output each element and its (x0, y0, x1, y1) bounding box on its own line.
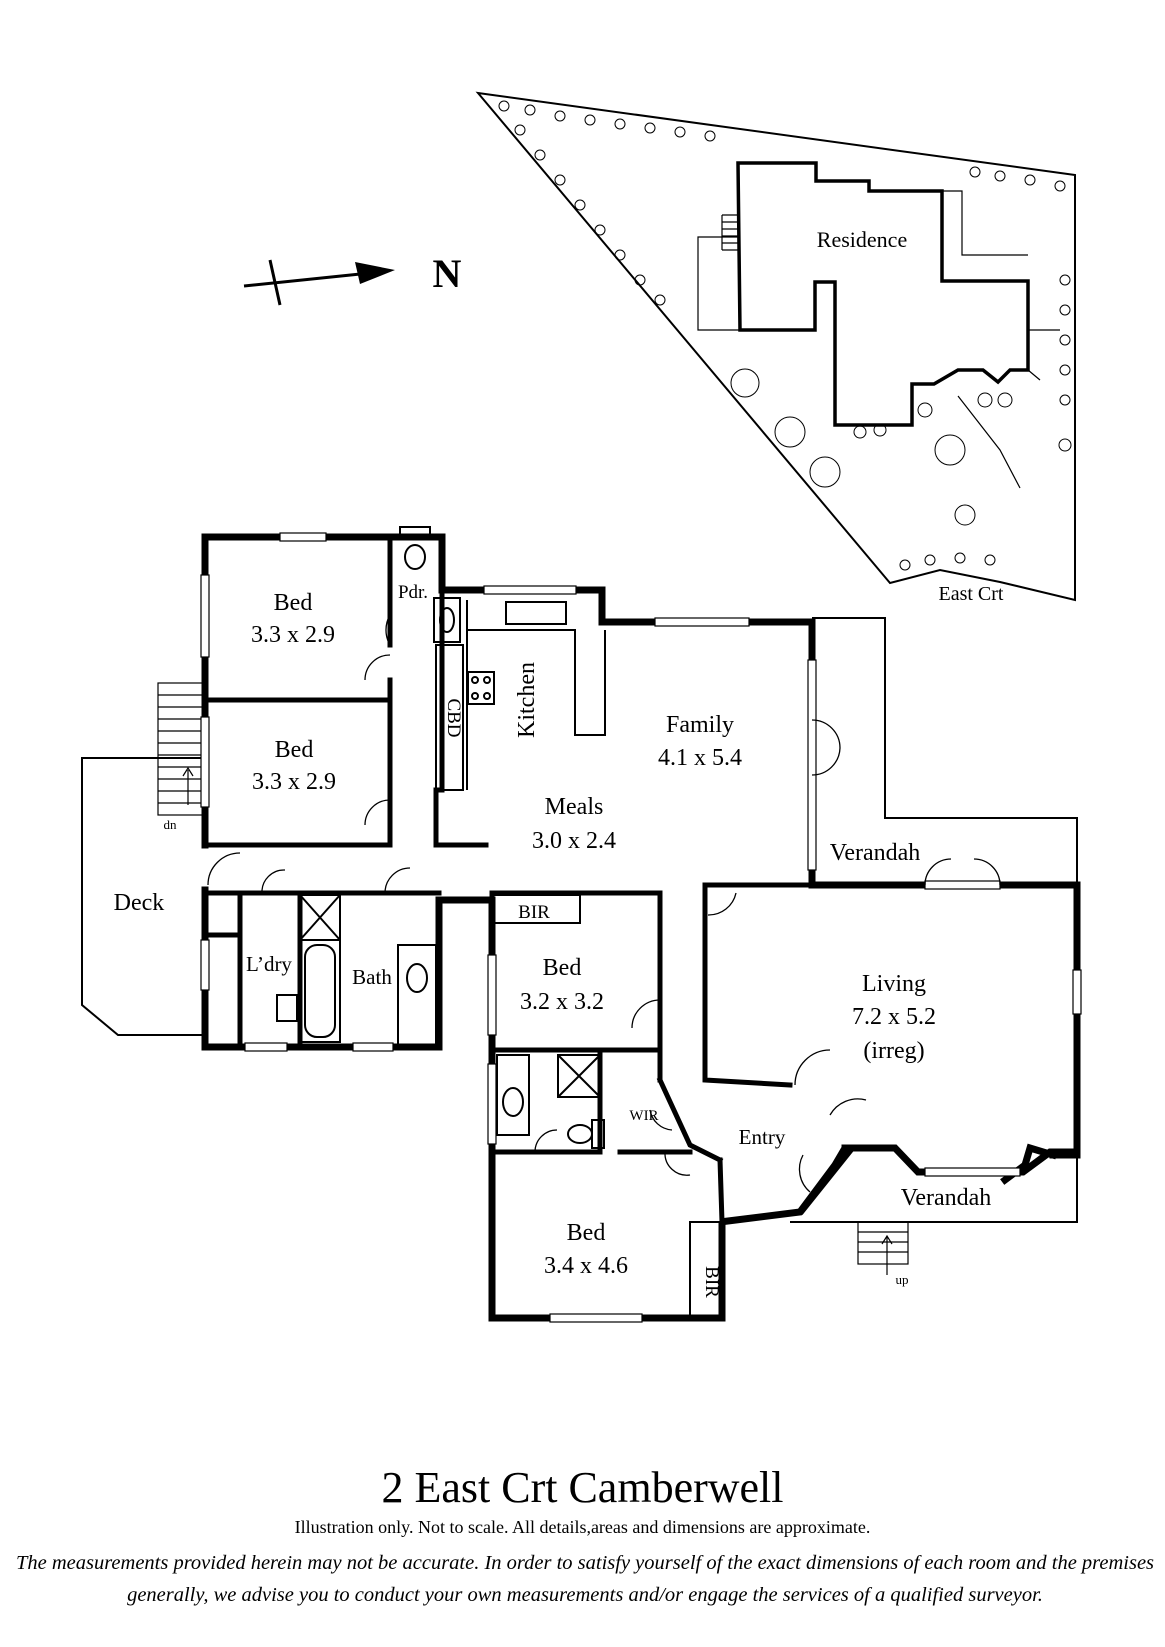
family-size: 4.1 x 5.4 (658, 745, 742, 771)
living-note: (irreg) (863, 1038, 924, 1064)
bed4-name: Bed (567, 1220, 606, 1246)
stairs-down-label: dn (164, 817, 178, 832)
sink (505, 601, 567, 625)
deck-label: Deck (114, 890, 165, 916)
ensuite-fixtures (491, 894, 723, 1319)
stairs-up-label: up (896, 1272, 909, 1287)
residence-steps (721, 214, 740, 251)
bir-top-label: BIR (518, 902, 550, 923)
bed4-size: 3.4 x 4.6 (544, 1253, 628, 1279)
pdr-label: Pdr. (398, 582, 428, 603)
illustration-note: Illustration only. Not to scale. All det… (294, 1517, 871, 1537)
cbd-label: CBD (443, 698, 464, 737)
meals-name: Meals (545, 794, 604, 820)
bed1-size: 3.3 x 2.9 (251, 622, 335, 648)
bed2-name: Bed (275, 737, 314, 763)
bath-fixtures (276, 894, 437, 1046)
site-boundary (475, 91, 1076, 602)
entry-label: Entry (739, 1125, 786, 1149)
bed1-name: Bed (274, 590, 313, 616)
wir-label: WIR (629, 1108, 658, 1124)
living-name: Living (862, 971, 926, 997)
disclaimer-text: The measurements provided herein may not… (15, 1552, 1155, 1606)
bed3-size: 3.2 x 3.2 (520, 989, 604, 1015)
pdr-toilet (399, 526, 431, 570)
site-fence-lines (942, 190, 1060, 489)
living-size: 7.2 x 5.2 (852, 1004, 936, 1030)
residence-label: Residence (817, 227, 907, 252)
verandah-top-label: Verandah (830, 840, 921, 866)
north-arrow: N (243, 251, 462, 306)
entry-stairs (857, 1221, 909, 1275)
site-plan: Residence East Crt (475, 91, 1076, 605)
ensuite-shower (557, 1054, 601, 1098)
cooktop (467, 671, 495, 705)
pdr-basin (433, 597, 461, 643)
meals-size: 3.0 x 2.4 (532, 828, 616, 854)
deck-stairs (157, 682, 206, 816)
shower (299, 894, 341, 941)
residence-outline (736, 161, 1030, 427)
property-title: 2 East Crt Camberwell (381, 1463, 784, 1512)
verandah-top-outline (812, 617, 1078, 885)
entry-angled-wall (797, 1145, 855, 1215)
north-label: N (433, 251, 462, 296)
bed2-size: 3.3 x 2.9 (252, 769, 336, 795)
bir-bottom-box (689, 1221, 723, 1319)
cbd-cupboard (435, 644, 464, 791)
bed3-name: Bed (543, 955, 582, 981)
kitchen-counters (433, 597, 606, 791)
footer: 2 East Crt Camberwell Illustration only.… (0, 1462, 1165, 1538)
street-label: East Crt (939, 583, 1004, 605)
windows (200, 532, 1082, 1323)
garden-shrubs (498, 100, 1072, 571)
ldry-label: L’dry (246, 952, 292, 976)
bir-bottom-label: BIR (701, 1266, 722, 1298)
deck-outline (81, 757, 205, 1036)
floor-plan: dn up (81, 526, 1082, 1323)
kitchen-label: Kitchen (514, 662, 540, 738)
residence-annex (697, 236, 740, 331)
bir-top-box (491, 894, 581, 924)
laundry-tub (276, 994, 298, 1022)
family-name: Family (666, 712, 734, 738)
bath-vanity (397, 944, 437, 1046)
bath-label: Bath (352, 965, 392, 989)
door-swings (207, 612, 1001, 1193)
verandah-bottom-label: Verandah (901, 1185, 992, 1211)
